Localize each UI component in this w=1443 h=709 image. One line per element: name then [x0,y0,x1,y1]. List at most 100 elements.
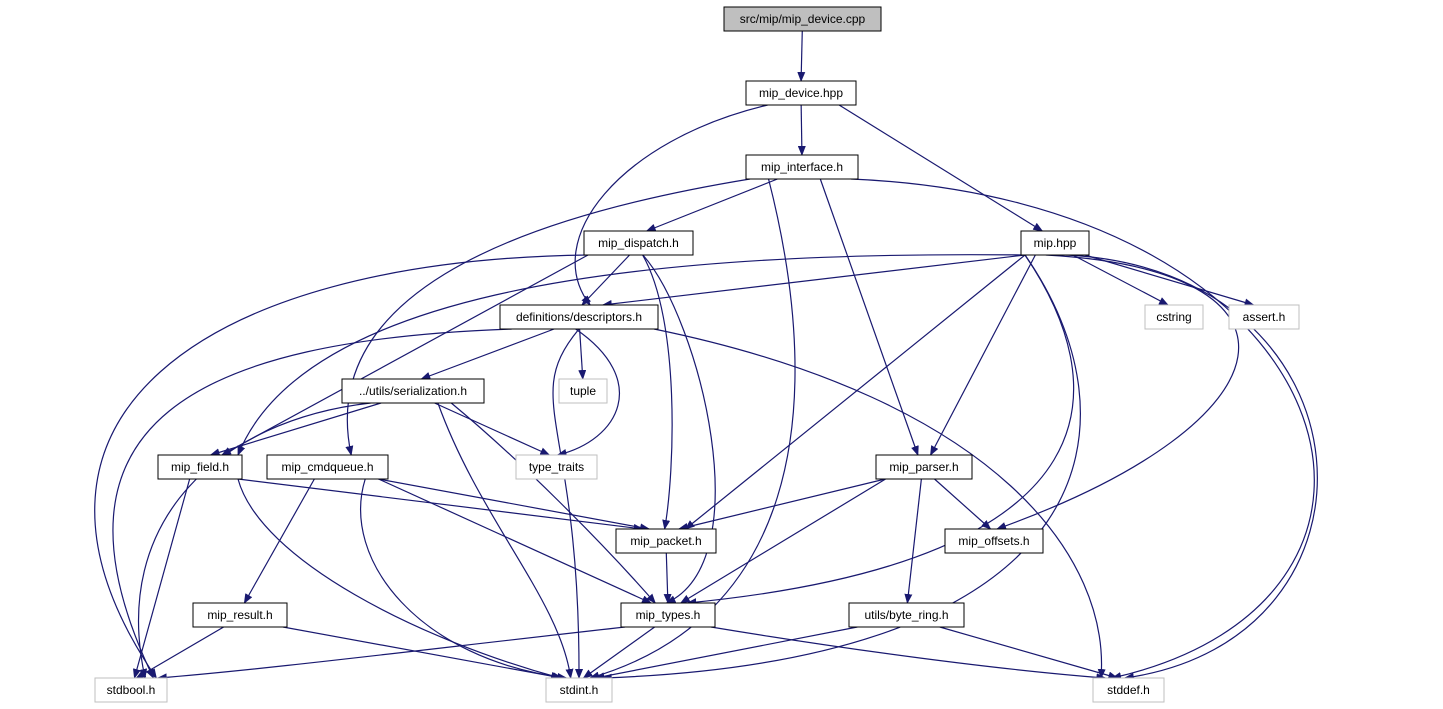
edge-arrow [838,104,1044,232]
edge-mip_dispatch_h-to-stdbool_h [94,254,589,679]
node-mip-device-hpp[interactable]: mip_device.hpp [745,80,857,106]
node-label: definitions/descriptors.h [516,310,642,324]
node-box [1228,304,1300,330]
edge-arrow [1084,254,1255,307]
edge-arrow [797,30,806,82]
node-label: stdbool.h [107,683,156,697]
edge-arrow [450,402,656,604]
edge-arrow [112,328,512,679]
edge-mip_device_hpp-to-mip_interface_h [797,104,806,156]
edge-mip_hpp-to-stddef_h [1066,254,1318,681]
edge-mip_packet_h-to-mip_types_h [663,552,672,604]
edge-serialization_h-to-stdint_h [437,402,574,679]
node-mip-field-h[interactable]: mip_field.h [157,454,243,480]
node-label: src/mip/mip_device.cpp [740,12,866,26]
node-type-traits: type_traits [515,454,598,480]
node-box [723,6,882,32]
edge-arrow [819,178,919,456]
edge-mip_types_h-to-stdint_h [582,626,655,679]
edge-arrow [221,254,589,456]
node-stdint-h: stdint.h [545,677,613,703]
edge-arrow [589,178,796,680]
edge-arrow [360,478,568,681]
node-box [583,230,694,256]
edge-mip_parser_h-to-mip_types_h [679,478,886,604]
edge-arrow [645,178,778,232]
node-mip-result-h[interactable]: mip_result.h [192,602,288,628]
node-box [1092,677,1165,703]
edge-arrow [133,478,191,679]
node-mip-parser-h[interactable]: mip_parser.h [875,454,973,480]
edge-mip_hpp-to-mip_field_h [237,254,1026,456]
node-stddef-h: stddef.h [1092,677,1165,703]
edge-arrow [642,254,673,530]
edge-arrow [237,478,562,680]
edge-arrow [420,328,555,380]
node-descriptors-h[interactable]: definitions/descriptors.h [499,304,659,330]
node-label: mip_offsets.h [958,534,1029,548]
node-label: cstring [1156,310,1191,324]
node-box [1144,304,1204,330]
node-box [157,454,243,480]
node-mip-packet-h[interactable]: mip_packet.h [615,528,717,554]
edge-mip_hpp-to-stdint_h [601,254,1081,682]
edge-arrow [434,402,551,456]
edge-arrow [282,626,564,681]
node-box [545,677,613,703]
node-box [192,602,288,628]
edge-descriptors_h-to-stdbool_h [112,328,512,679]
edge-arrow [556,328,620,457]
node-label: mip_parser.h [889,460,958,474]
node-box [615,528,717,554]
node-mip-types-h[interactable]: mip_types.h [620,602,716,628]
edge-serialization_h-to-type_traits [434,402,551,456]
edge-mip_interface_h-to-stddef_h [850,178,1315,680]
node-mip-dispatch-h[interactable]: mip_dispatch.h [583,230,694,256]
edge-arrow [653,328,1106,679]
node-box [558,378,608,404]
edge-mip_hpp-to-mip_parser_h [930,254,1036,456]
edge-arrow [679,478,886,604]
node-mip-device-cpp[interactable]: src/mip/mip_device.cpp [723,6,882,32]
node-box [745,154,859,180]
edge-arrow [1072,254,1169,306]
node-label: ../utils/serialization.h [359,384,467,398]
edge-arrow [137,402,371,679]
node-label: mip.hpp [1034,236,1077,250]
node-box [620,602,716,628]
node-mip-interface-h[interactable]: mip_interface.h [745,154,859,180]
edge-mip_parser_h-to-mip_offsets_h [934,478,992,530]
edge-mip_types_h-to-stddef_h [710,626,1107,682]
edge-arrow [904,478,922,604]
edge-serialization_h-to-mip_types_h [450,402,656,604]
edge-arrow [686,254,1075,607]
edge-mip_device_hpp-to-mip_hpp [838,104,1044,232]
node-byte-ring-h[interactable]: utils/byte_ring.h [848,602,965,628]
node-stdbool-h: stdbool.h [94,677,168,703]
edge-arrow [582,626,655,679]
node-box [94,677,168,703]
node-label: mip_types.h [636,608,701,622]
node-tuple: tuple [558,378,608,404]
node-mip-offsets-h[interactable]: mip_offsets.h [944,528,1044,554]
edge-byte_ring_h-to-stdint_h [594,626,858,681]
edge-arrow [156,626,626,682]
edge-arrow [677,478,886,531]
edge-arrow [437,402,574,679]
node-label: mip_device.hpp [759,86,843,100]
node-mip-hpp[interactable]: mip.hpp [1020,230,1090,256]
edge-mip_result_h-to-stdbool_h [135,626,224,679]
node-box [266,454,389,480]
edge-mip_cmdqueue_h-to-mip_types_h [378,478,652,604]
node-mip-cmdqueue-h[interactable]: mip_cmdqueue.h [266,454,389,480]
edge-mip_interface_h-to-mip_dispatch_h [645,178,778,232]
node-serialization-h[interactable]: ../utils/serialization.h [341,378,485,404]
edge-mip_hpp-to-mip_packet_h [684,254,1026,530]
edge-arrow [601,254,1026,308]
edge-arrow [574,104,768,306]
node-cstring: cstring [1144,304,1204,330]
edge-mip_hpp-to-assert_h [1084,254,1255,307]
edge-mip_cmdqueue_h-to-stdint_h [360,478,568,681]
edge-mip_dispatch_h-to-mip_types_h [642,254,716,604]
